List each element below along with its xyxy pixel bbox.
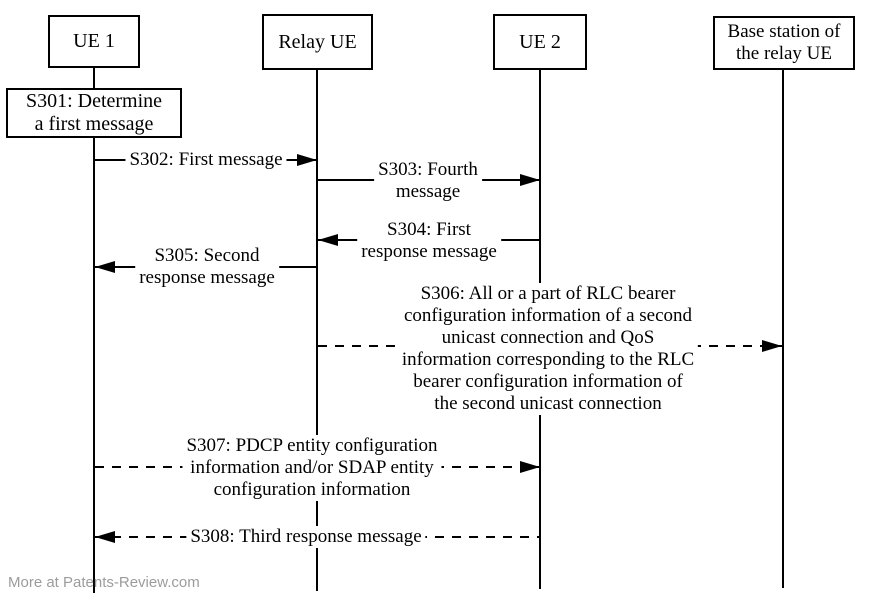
lifeline-ue1 <box>93 66 95 593</box>
message-label-s303: S303: Fourth message <box>374 159 482 203</box>
message-label-s302: S302: First message <box>125 149 287 171</box>
actor-box-relay-ue: Relay UE <box>262 14 373 70</box>
lifeline-base-station <box>782 68 784 588</box>
message-label-s305: S305: Second response message <box>135 245 279 289</box>
arrowhead-right-icon <box>520 461 540 473</box>
message-label-s304: S304: First response message <box>357 219 501 263</box>
process-box-s301: S301: Determine a first message <box>6 88 182 138</box>
arrowhead-left-icon <box>318 234 338 246</box>
actor-box-ue1: UE 1 <box>48 15 140 68</box>
arrowhead-left-icon <box>95 261 115 273</box>
lifeline-relay-ue <box>316 68 318 591</box>
watermark: More at Patents-Review.com <box>8 574 200 591</box>
actor-box-base-station: Base station of the relay UE <box>713 16 855 70</box>
arrowhead-left-icon <box>95 531 115 543</box>
actor-box-ue2: UE 2 <box>493 14 587 70</box>
message-label-s308: S308: Third response message <box>186 526 426 548</box>
arrowhead-right-icon <box>520 174 540 186</box>
message-label-s307: S307: PDCP entity configuration informat… <box>182 435 442 501</box>
arrowhead-right-icon <box>297 154 317 166</box>
message-label-s306: S306: All or a part of RLC bearer config… <box>397 283 699 415</box>
arrowhead-right-icon <box>762 340 782 352</box>
